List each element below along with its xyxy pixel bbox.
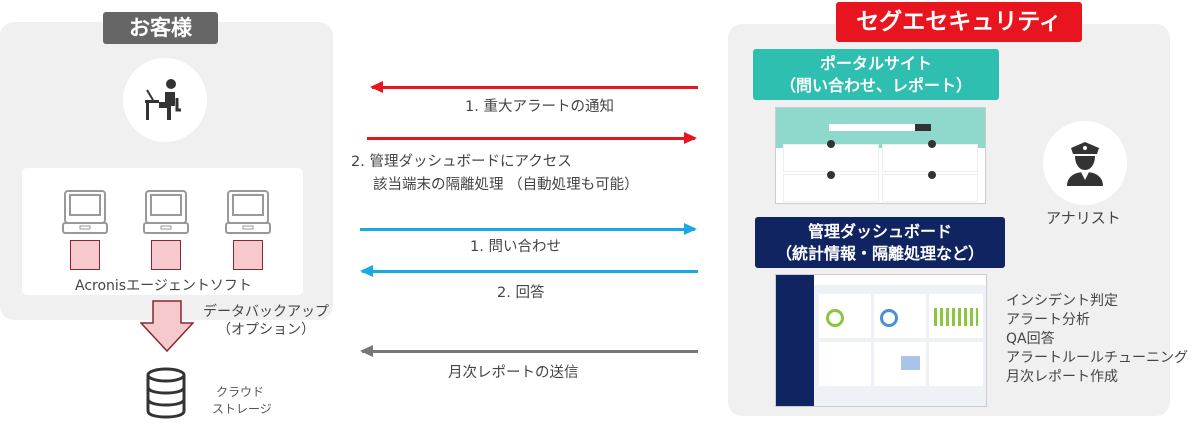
agent-software-icon [70,240,100,270]
task-item: 月次レポート作成 [1006,369,1118,385]
monthly-report-arrow [360,345,698,357]
security-guard-icon [1067,142,1103,186]
backup-arrow-icon [140,300,194,352]
task-item: アラート分析 [1006,312,1090,328]
endpoint-box [22,168,303,295]
monthly-report-label: 月次レポートの送信 [448,365,579,381]
person-at-desk-icon [145,79,181,120]
task-item: アラートルールチューニング [1006,350,1188,366]
storage-label-line1: クラウド [216,385,265,399]
answer-arrow [360,265,698,277]
alert-arrow [370,81,698,93]
analyst-label: アナリスト [1046,209,1121,227]
dashboard-title: 管理ダッシュボード [807,222,952,241]
dashboard-subtitle: （統計情報・隔離処理など） [775,244,984,263]
dashboard-header: 管理ダッシュボード （統計情報・隔離処理など） [755,217,1005,268]
portal-title: ポータルサイト [819,54,932,73]
database-icon [146,367,186,419]
laptop-icon [143,190,189,234]
inquiry-arrow [360,223,697,235]
backup-label: データバックアップ （オプション） [203,303,329,339]
task-item: QA回答 [1006,331,1055,347]
provider-title: セグエセキュリティ [836,2,1082,42]
backup-label-line1: データバックアップ [203,304,329,320]
laptop-icon [62,190,108,234]
customer-title: お客様 [103,12,218,44]
storage-label-line2: ストレージ [212,402,272,416]
laptop-icon [225,190,271,234]
portal-site-header: ポータルサイト （問い合わせ、レポート） [753,49,999,100]
task-item: インシデント判定 [1006,293,1118,309]
analyst-tasks: インシデント判定 アラート分析 QA回答 アラートルールチューニング 月次レポー… [1006,292,1188,387]
agent-software-icon [233,240,263,270]
portal-screenshot [775,107,986,204]
access-label-line1: 2. 管理ダッシュボードにアクセス [351,154,572,170]
access-label-line2: 該当端末の隔離処理 （自動処理も可能） [373,177,639,193]
inquiry-label: 1. 問い合わせ [470,239,561,255]
access-label: 2. 管理ダッシュボードにアクセス 該当端末の隔離処理 （自動処理も可能） [351,151,639,197]
portal-subtitle: （問い合わせ、レポート） [779,76,972,95]
access-arrow [367,132,697,144]
agent-label: Acronisエージェントソフト [75,278,252,294]
answer-label: 2. 回答 [497,285,545,301]
analyst-circle [1043,121,1127,205]
user-circle [123,58,207,142]
alert-label: 1. 重大アラートの通知 [465,99,614,115]
backup-label-line2: （オプション） [217,322,315,338]
dashboard-screenshot [775,274,987,407]
agent-software-icon [151,240,181,270]
storage-label: クラウド ストレージ [212,384,272,418]
